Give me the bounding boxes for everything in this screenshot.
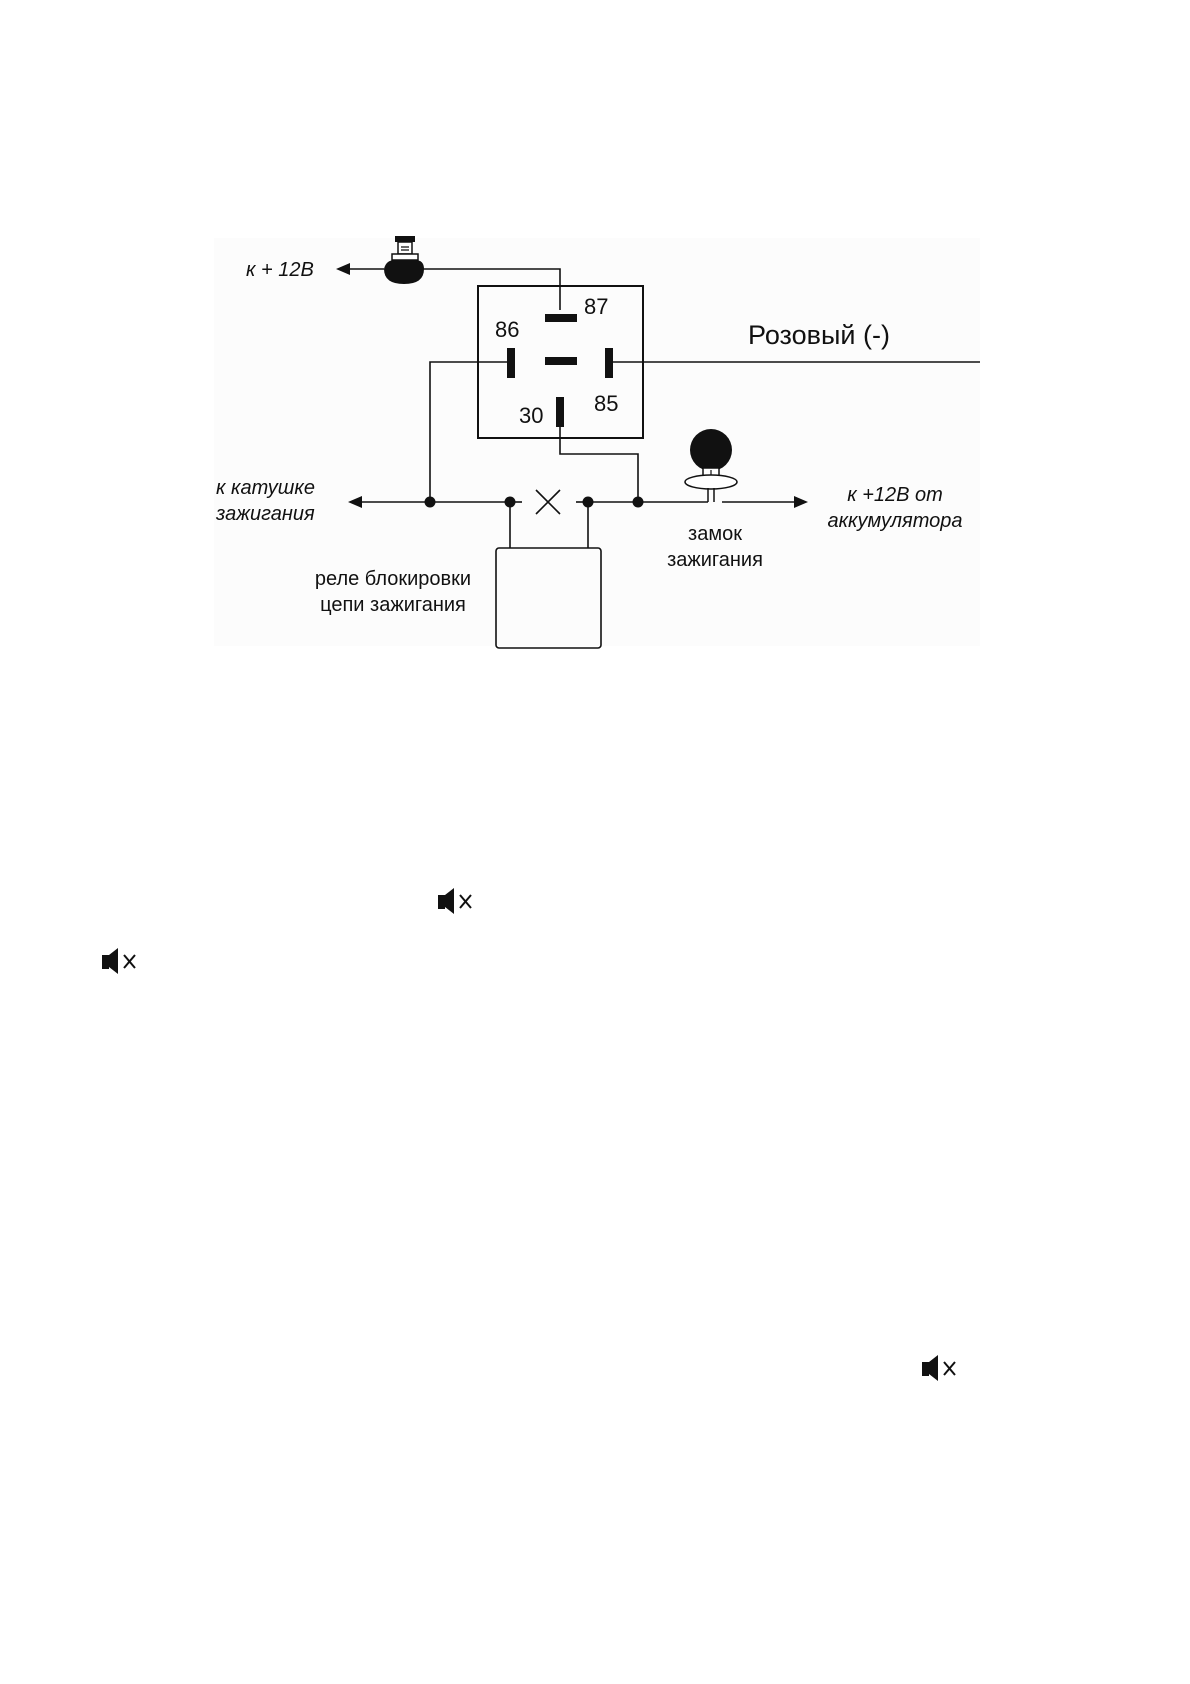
label-ignition-lock-line1: замок (688, 523, 742, 545)
junction-dot (424, 496, 436, 508)
label-pink-wire: Розовый (-) (748, 320, 890, 350)
label-coil: к катушке зажигания (216, 475, 315, 527)
label-to-12v: к + 12В (246, 259, 314, 281)
label-battery: к +12В от аккумулятора (810, 482, 980, 534)
speaker-mute-icon (102, 948, 136, 974)
contact-center (545, 357, 577, 365)
arrow-right-battery-icon (794, 496, 808, 508)
label-battery-line2: аккумулятора (827, 510, 963, 532)
wire-pin86-coil (429, 361, 510, 502)
figure-backdrop (214, 238, 980, 646)
wire-pin87-fuse (422, 268, 561, 310)
contact-87 (545, 314, 577, 322)
label-block-relay: реле блокировки цепи зажигания (300, 566, 486, 618)
contact-86 (507, 348, 515, 378)
label-pin-85: 85 (594, 391, 619, 416)
label-pin-87: 87 (584, 294, 609, 319)
junction-dot (632, 496, 644, 508)
block-relay-box (495, 547, 602, 649)
fuse-icon (384, 236, 424, 284)
label-coil-line2: зажигания (216, 503, 315, 525)
label-coil-line1: к катушке (216, 477, 315, 499)
label-ignition-lock-line2: зажигания (667, 549, 763, 571)
speaker-mute-icon (922, 1355, 956, 1381)
label-pin-86: 86 (495, 317, 520, 342)
label-ignition-lock: замок зажигания (650, 521, 780, 573)
junction-dot (582, 496, 594, 508)
label-block-relay-line2: цепи зажигания (320, 594, 466, 616)
speaker-mute-icon (438, 888, 472, 914)
ignition-lock-icon (684, 429, 738, 502)
contact-30 (556, 397, 564, 427)
arrow-left-12v-icon (336, 263, 350, 275)
cut-cross-icon (535, 489, 561, 515)
wire-pin30-bus (559, 425, 639, 502)
label-pin-30: 30 (519, 403, 544, 428)
contact-85 (605, 348, 613, 378)
label-battery-line1: к +12В от (847, 484, 943, 506)
arrow-left-coil-icon (348, 496, 362, 508)
junction-dot (504, 496, 516, 508)
label-block-relay-line1: реле блокировки (314, 568, 472, 590)
